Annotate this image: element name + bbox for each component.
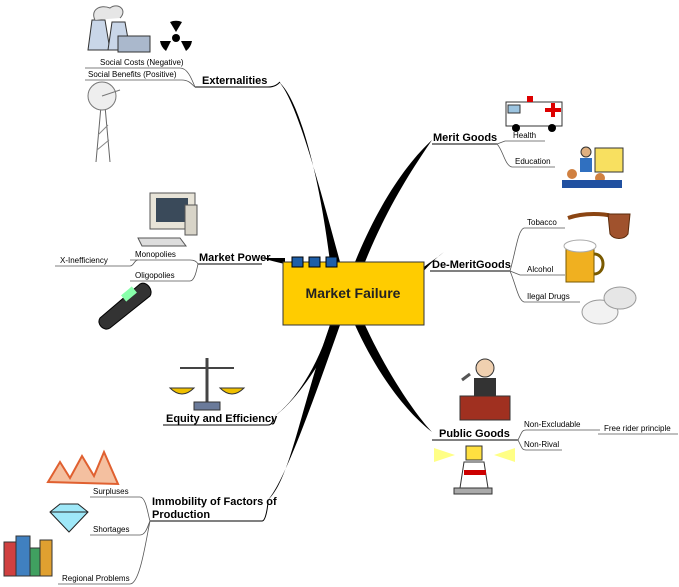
public-goods-item-2: Non-Rival bbox=[524, 440, 559, 449]
market-power-item-1: Monopolies bbox=[135, 250, 176, 259]
public-goods-item-1: Non-Excludable bbox=[524, 420, 581, 429]
externalities-item-2: Social Benefits (Positive) bbox=[88, 70, 177, 79]
beer-icon bbox=[563, 239, 605, 283]
center-tab-2 bbox=[308, 256, 321, 268]
immobility-item-3: Regional Problems bbox=[62, 574, 130, 583]
center-node: Market Failure bbox=[282, 256, 425, 326]
center-connectors bbox=[262, 82, 444, 500]
scales-icon bbox=[168, 358, 246, 411]
teacher-icon bbox=[562, 146, 624, 188]
judge-icon bbox=[459, 358, 511, 421]
externalities-title: Externalities bbox=[202, 75, 267, 87]
pipe-icon bbox=[567, 212, 631, 239]
public-goods-title: Public Goods bbox=[439, 428, 510, 440]
mobile-phone-icon bbox=[98, 282, 152, 330]
windmill-icon bbox=[87, 81, 121, 163]
demerit-item-1: Tobacco bbox=[527, 218, 557, 227]
center-tab-3 bbox=[325, 256, 338, 268]
ambulance-icon bbox=[505, 96, 563, 132]
diamond-icon bbox=[49, 503, 89, 533]
radiation-icon bbox=[160, 20, 192, 51]
demerit-title: De-MeritGoods bbox=[432, 259, 511, 271]
center-tab-1 bbox=[291, 256, 304, 268]
pills-icon bbox=[581, 286, 637, 325]
demerit-item-3: Ilegal Drugs bbox=[527, 292, 570, 301]
mountains-icon bbox=[46, 449, 120, 486]
public-goods-extra: Free rider principle bbox=[604, 424, 671, 433]
immobility-title-1: Immobility of Factors of bbox=[152, 496, 277, 508]
market-power-extra: X-Inefficiency bbox=[60, 256, 108, 265]
immobility-item-1: Surpluses bbox=[93, 487, 129, 496]
equity-title: Equity and Efficiency bbox=[166, 413, 278, 425]
center-title: Market Failure bbox=[306, 285, 401, 301]
branch-lines bbox=[55, 67, 678, 585]
immobility-title-2: Production bbox=[152, 509, 210, 521]
market-power-item-2: Oligopolies bbox=[135, 271, 175, 280]
demerit-item-2: Alcohol bbox=[527, 265, 553, 274]
city-icon bbox=[3, 535, 53, 577]
merit-title: Merit Goods bbox=[433, 132, 497, 144]
merit-item-1: Health bbox=[513, 131, 536, 140]
immobility-item-2: Shortages bbox=[93, 525, 129, 534]
lighthouse-icon bbox=[434, 445, 515, 495]
externalities-item-1: Social Costs (Negative) bbox=[100, 58, 184, 67]
market-power-title: Market Power bbox=[199, 252, 271, 264]
merit-item-2: Education bbox=[515, 157, 551, 166]
computer-icon bbox=[137, 192, 198, 247]
nuclear-plant-icon bbox=[87, 5, 151, 53]
